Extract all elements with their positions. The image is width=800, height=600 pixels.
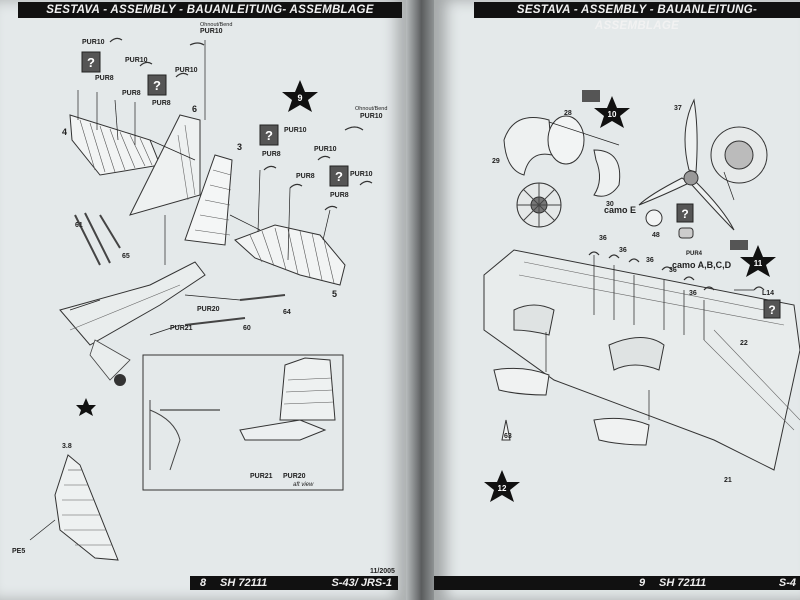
svg-text:PUR8: PUR8 [262,151,281,158]
svg-text:11: 11 [754,259,763,268]
svg-text:PUR8: PUR8 [296,173,315,180]
svg-text:6: 6 [192,104,197,114]
right-instruction-page: SESTAVA - ASSEMBLY - BAUANLEITUNG- ASSEM… [434,0,800,600]
svg-text:5: 5 [332,289,337,299]
svg-text:PUR4: PUR4 [686,251,703,257]
svg-text:65: 65 [122,253,130,260]
svg-text:PUR8: PUR8 [152,100,171,107]
svg-text:48: 48 [652,232,660,239]
left-assembly-drawing: ? ? ? ? 9 aft view [12,22,387,561]
svg-text:PUR20: PUR20 [283,473,306,480]
horizontal-stabilizer-right [234,224,346,286]
book-gutter [406,0,434,600]
svg-text:36: 36 [619,247,627,254]
svg-text:PUR10: PUR10 [125,57,148,64]
svg-text:?: ? [153,78,161,93]
svg-text:PUR10: PUR10 [360,113,383,120]
left-page-footer: 8 SH 72111 S-43/ JRS-1 [190,576,398,590]
print-date: 11/2005 [370,568,395,575]
svg-text:Ohnout/Bend: Ohnout/Bend [355,106,387,112]
page-number: 8 [200,577,207,589]
svg-text:37: 37 [674,105,682,112]
svg-text:36: 36 [599,235,607,242]
aft-view-inset: aft view [142,354,344,491]
svg-text:4: 4 [62,127,67,137]
model-name: S-43/ JRS-1 [331,577,392,589]
svg-text:PUR8: PUR8 [122,90,141,97]
right-assembly-drawing: ? ? 10 11 12 28 29 30 37 48 camo E camo … [483,90,800,502]
kit-code: SH 72111 [659,577,707,589]
model-name: S-4 [778,577,796,589]
svg-text:12: 12 [498,484,507,493]
unknown-part-marker: ? ? [676,203,781,319]
svg-text:PUR10: PUR10 [284,127,307,134]
engine-cowling [503,115,621,228]
svg-text:36: 36 [689,290,697,297]
svg-text:?: ? [335,169,343,184]
svg-text:61: 61 [75,222,83,229]
svg-text:PUR8: PUR8 [95,75,114,82]
svg-text:L14: L14 [762,290,774,297]
svg-text:22: 22 [740,340,748,347]
svg-text:PE5: PE5 [12,548,25,555]
left-page-header: SESTAVA - ASSEMBLY - BAUANLEITUNG- ASSEM… [18,2,402,18]
step-11-star-icon: 11 [730,240,776,277]
svg-text:9: 9 [297,93,302,103]
left-instruction-page: SESTAVA - ASSEMBLY - BAUANLEITUNG- ASSEM… [0,0,406,600]
svg-text:29: 29 [492,158,500,165]
svg-text:?: ? [265,128,273,143]
svg-text:PUR21: PUR21 [250,473,273,480]
svg-text:3.8: 3.8 [62,443,72,450]
svg-text:?: ? [768,303,775,317]
svg-text:28: 28 [564,110,572,117]
svg-text:PUR21: PUR21 [170,325,193,332]
right-page-footer: 9 SH 72111 S-4 [434,576,800,590]
svg-text:PUR10: PUR10 [200,28,223,35]
step-9-star-icon: 9 [282,80,318,112]
step-10-star-icon: 10 [582,90,630,128]
svg-text:60: 60 [243,325,251,332]
svg-text:camo A,B,C,D: camo A,B,C,D [672,260,732,270]
small-part-63 [501,419,511,441]
small-star-icon [76,398,96,416]
svg-text:Ohnout/Bend: Ohnout/Bend [200,22,232,28]
rudder-part [29,454,119,561]
fuselage-tail [59,212,286,386]
main-wing [483,249,800,471]
horizontal-stabilizer-left [69,114,161,176]
svg-text:64: 64 [283,309,291,316]
svg-text:PUR8: PUR8 [330,192,349,199]
svg-text:?: ? [87,55,95,70]
svg-text:10: 10 [608,110,617,119]
svg-text:PUR10: PUR10 [314,146,337,153]
small-part [678,227,694,239]
step-12-star-icon: 12 [484,470,520,502]
page-number: 9 [639,577,646,589]
svg-text:21: 21 [724,477,732,484]
propeller [638,98,768,231]
kit-code: SH 72111 [220,577,268,589]
svg-text:PUR20: PUR20 [197,306,220,313]
svg-text:36: 36 [646,257,654,264]
unknown-part-marker: ? ? ? ? [81,51,349,187]
svg-text:aft view: aft view [293,482,314,488]
right-page-header: SESTAVA - ASSEMBLY - BAUANLEITUNG- ASSEM… [474,2,800,32]
svg-text:63: 63 [504,433,512,440]
svg-text:camo E: camo E [604,205,636,215]
svg-text:PUR10: PUR10 [175,67,198,74]
svg-text:3: 3 [237,142,242,152]
svg-text:?: ? [681,207,688,221]
svg-text:30: 30 [606,201,614,208]
svg-text:PUR10: PUR10 [82,39,105,46]
svg-text:PUR10: PUR10 [350,171,373,178]
svg-text:36: 36 [669,267,677,274]
vertical-fin [129,114,233,246]
spinner-part [645,209,663,227]
